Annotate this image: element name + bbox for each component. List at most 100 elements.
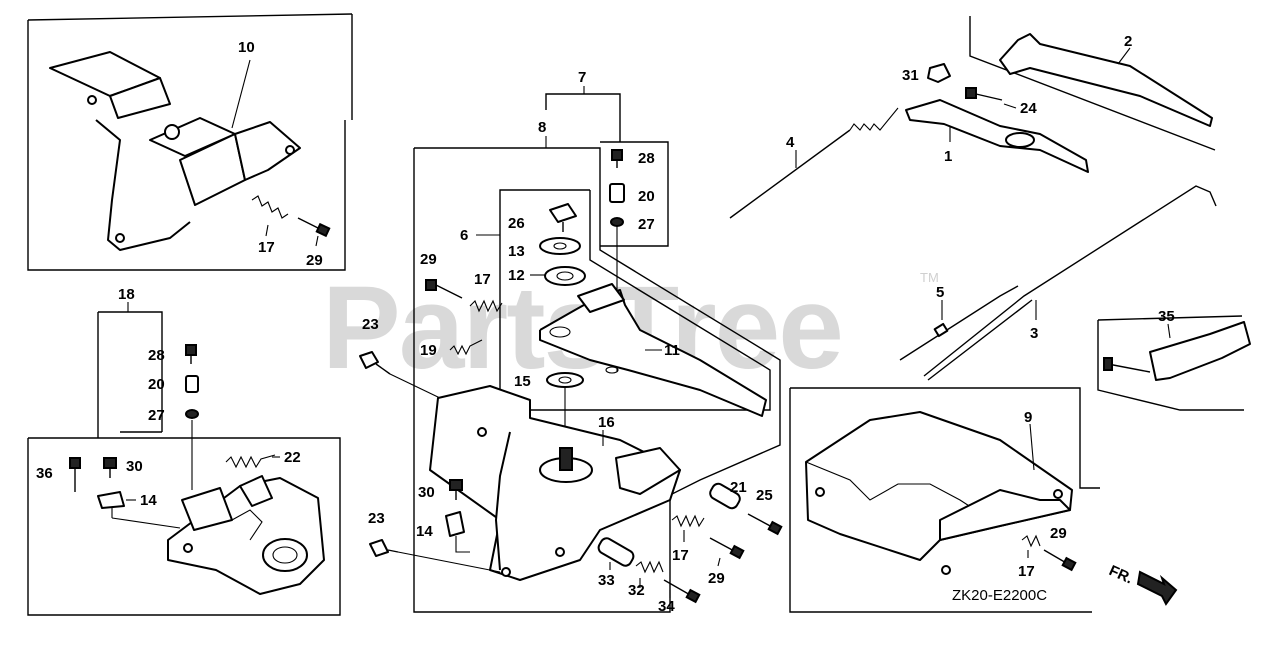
callout-31: 31: [902, 67, 919, 84]
callout-24: 24: [1020, 100, 1037, 117]
callout-29-d: 29: [1050, 525, 1067, 542]
callout-20-b: 20: [638, 188, 655, 205]
nut-31[interactable]: [927, 63, 951, 83]
callout-20-a: 20: [148, 376, 165, 393]
callout-14-a: 14: [140, 492, 157, 509]
lever-1[interactable]: [905, 99, 1089, 173]
clip-14-center[interactable]: [445, 511, 465, 537]
callout-12: 12: [508, 267, 525, 284]
callout-35: 35: [1158, 308, 1175, 325]
screw-30-center[interactable]: [449, 479, 463, 500]
bolt-34[interactable]: [663, 579, 701, 604]
callout-17-c: 17: [672, 547, 689, 564]
bolt-25[interactable]: [747, 513, 783, 536]
nut-27-left[interactable]: [185, 409, 199, 419]
bolt-23-top[interactable]: [359, 351, 391, 375]
callout-25: 25: [756, 487, 773, 504]
spring-17-right[interactable]: [1021, 534, 1041, 548]
callout-28-b: 28: [638, 150, 655, 167]
lever-35[interactable]: [1103, 321, 1251, 381]
callout-18: 18: [118, 286, 135, 303]
spring-22[interactable]: [225, 454, 276, 469]
rod-3[interactable]: [923, 185, 1217, 381]
callout-26: 26: [508, 215, 525, 232]
front-direction-indicator: FR.: [1106, 562, 1178, 606]
direction-label: FR.: [1106, 562, 1135, 587]
bolt-29-right[interactable]: [1043, 549, 1077, 572]
control-base-10[interactable]: [49, 51, 301, 251]
assembly-35-frame: [1097, 315, 1244, 411]
callout-30-a: 30: [126, 458, 143, 475]
callout-19: 19: [420, 342, 437, 359]
callout-6: 6: [460, 227, 468, 244]
washer-15[interactable]: [546, 372, 584, 388]
nut-26[interactable]: [549, 203, 577, 232]
callout-22: 22: [284, 449, 301, 466]
cover-9[interactable]: [805, 411, 1073, 575]
screw-28-left[interactable]: [185, 344, 197, 364]
callout-7: 7: [578, 69, 586, 86]
spring-17-top[interactable]: [251, 195, 289, 219]
bolt-29-top[interactable]: [297, 217, 331, 238]
front-arrow-icon: [1136, 570, 1178, 606]
spring-17-center[interactable]: [469, 299, 503, 313]
spring-32[interactable]: [635, 560, 664, 574]
callout-33: 33: [598, 572, 615, 589]
callout-10: 10: [238, 39, 255, 56]
callout-32: 32: [628, 582, 645, 599]
callout-3: 3: [1030, 325, 1038, 342]
bolt-29-center[interactable]: [425, 279, 463, 299]
control-base-16[interactable]: [429, 385, 681, 581]
callout-23-b: 23: [368, 510, 385, 527]
control-base-18[interactable]: [167, 475, 325, 595]
nut-27-center[interactable]: [610, 217, 624, 227]
watermark-trademark: TM: [920, 270, 939, 285]
callout-17-b: 17: [474, 271, 491, 288]
callout-13: 13: [508, 243, 525, 260]
assembly-8-frame: [413, 147, 781, 613]
callout-9: 9: [1024, 409, 1032, 426]
spring-17-center-low[interactable]: [671, 514, 705, 528]
assembly-18-frame: [27, 302, 341, 616]
bolt-23-bottom[interactable]: [369, 539, 399, 557]
spring-19[interactable]: [449, 339, 483, 356]
callout-4: 4: [786, 134, 795, 151]
callout-23-a: 23: [362, 316, 379, 333]
callout-27-a: 27: [148, 407, 165, 424]
arm-2[interactable]: [969, 16, 1216, 151]
diagram-code: ZK20-E2200C: [952, 587, 1047, 604]
callout-8: 8: [538, 119, 546, 136]
sleeve-20-left[interactable]: [185, 375, 199, 393]
callout-17-d: 17: [1018, 563, 1035, 580]
clip-14-left[interactable]: [97, 491, 125, 509]
spring-rod-4[interactable]: [729, 107, 899, 219]
control-lever-11[interactable]: [539, 283, 767, 417]
callout-29-a: 29: [306, 252, 323, 269]
callout-36: 36: [36, 465, 53, 482]
callout-15: 15: [514, 373, 531, 390]
callout-17-a: 17: [258, 239, 275, 256]
assembly-7-sub-frame: [600, 141, 669, 247]
callout-11: 11: [664, 342, 680, 359]
assembly-9-frame: [789, 387, 1100, 613]
callout-1: 1: [944, 148, 952, 165]
plate-13[interactable]: [539, 237, 581, 255]
callout-30-b: 30: [418, 484, 435, 501]
assembly-10-frame: [27, 13, 353, 271]
collar-21[interactable]: [708, 482, 742, 511]
washer-12[interactable]: [544, 266, 586, 286]
callout-21: 21: [730, 479, 747, 496]
callout-5: 5: [936, 284, 944, 301]
collar-33[interactable]: [596, 536, 635, 568]
screw-28-center[interactable]: [611, 149, 623, 168]
callout-2: 2: [1124, 33, 1132, 50]
bolt-24[interactable]: [965, 87, 1003, 101]
screw-30-left[interactable]: [103, 457, 117, 478]
bolt-36[interactable]: [69, 457, 81, 492]
rod-5[interactable]: [899, 285, 1019, 361]
callout-34: 34: [658, 598, 675, 615]
sleeve-20-center[interactable]: [609, 183, 625, 203]
bolt-29-center-low[interactable]: [709, 537, 745, 560]
